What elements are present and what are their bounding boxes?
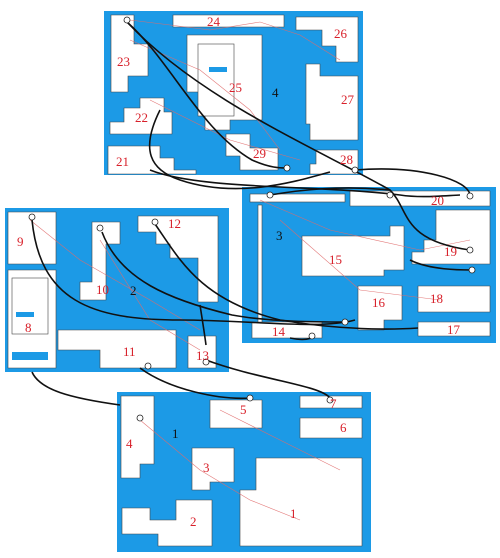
room-27[interactable] xyxy=(305,63,359,141)
room-label-3: 3 xyxy=(203,460,210,475)
building-1 xyxy=(117,392,371,552)
room-label-2: 2 xyxy=(190,514,197,529)
room-label-26: 26 xyxy=(334,26,348,41)
room-29[interactable] xyxy=(225,133,279,171)
room-label-20: 20 xyxy=(431,193,444,208)
room-2[interactable] xyxy=(121,499,213,547)
room-23[interactable] xyxy=(110,14,149,93)
wiring-lines xyxy=(29,19,471,521)
room-label-5: 5 xyxy=(240,402,247,417)
room-17[interactable] xyxy=(417,321,491,337)
room-11[interactable] xyxy=(57,329,177,369)
room-9[interactable] xyxy=(7,211,57,265)
room-label-21: 21 xyxy=(116,154,129,169)
room-8-inner xyxy=(11,277,49,335)
device-icon[interactable] xyxy=(136,414,144,422)
device-icon[interactable] xyxy=(386,191,394,199)
room-label-11: 11 xyxy=(123,344,136,359)
room-3-left-strip xyxy=(257,204,263,326)
room-label-12: 12 xyxy=(168,216,181,231)
room-18[interactable] xyxy=(417,285,491,313)
room-label-10: 10 xyxy=(96,282,109,297)
room-15[interactable] xyxy=(301,225,405,277)
room-label-15: 15 xyxy=(329,252,342,267)
room-25-inner xyxy=(197,43,235,117)
room-label-28: 28 xyxy=(340,152,353,167)
device-icon[interactable] xyxy=(283,164,291,172)
room-label-17: 17 xyxy=(447,322,461,337)
stair-icon-8 xyxy=(16,312,34,317)
room-labels: 24 26 23 25 27 22 21 29 28 20 15 19 16 1… xyxy=(17,14,461,529)
room-label-25: 25 xyxy=(229,80,242,95)
device-icon[interactable] xyxy=(468,266,476,274)
device-icon[interactable] xyxy=(466,246,474,254)
device-icon[interactable] xyxy=(144,362,152,370)
room-10[interactable] xyxy=(79,221,121,301)
building-label-1: 1 xyxy=(172,426,179,441)
building-label-4: 4 xyxy=(272,85,279,100)
room-4[interactable] xyxy=(120,395,155,479)
room-label-23: 23 xyxy=(117,54,130,69)
device-icon[interactable] xyxy=(266,191,274,199)
room-label-7: 7 xyxy=(330,396,337,411)
device-icon[interactable] xyxy=(123,16,131,24)
room-16[interactable] xyxy=(357,285,403,331)
device-icon[interactable] xyxy=(28,213,36,221)
room-label-9: 9 xyxy=(17,234,24,249)
room-label-19: 19 xyxy=(444,244,457,259)
connector-lines xyxy=(31,21,473,406)
room-label-18: 18 xyxy=(430,291,443,306)
room-26[interactable] xyxy=(295,16,359,63)
stair-icon-25 xyxy=(209,67,227,72)
room-label-22: 22 xyxy=(135,110,148,125)
room-3[interactable] xyxy=(191,447,235,491)
room-label-27: 27 xyxy=(341,92,355,107)
device-icon[interactable] xyxy=(326,396,334,404)
device-icons xyxy=(28,16,476,422)
room-label-14: 14 xyxy=(272,324,286,339)
device-icon[interactable] xyxy=(96,224,104,232)
room-label-16: 16 xyxy=(372,295,386,310)
room-label-6: 6 xyxy=(340,420,347,435)
room-1[interactable] xyxy=(239,457,363,547)
device-icon[interactable] xyxy=(246,394,254,402)
room-label-29: 29 xyxy=(253,146,266,161)
building-label-3: 3 xyxy=(276,228,283,243)
device-icon[interactable] xyxy=(202,358,210,366)
room-label-1: 1 xyxy=(290,506,297,521)
device-icon[interactable] xyxy=(341,318,349,326)
room-13[interactable] xyxy=(187,335,217,369)
room-5[interactable] xyxy=(209,399,263,429)
building-2 xyxy=(5,208,229,372)
device-icon[interactable] xyxy=(308,332,316,340)
device-icon[interactable] xyxy=(151,218,159,226)
room-label-8: 8 xyxy=(25,320,32,335)
room-label-13: 13 xyxy=(196,348,209,363)
room-12[interactable] xyxy=(137,215,219,303)
room-6[interactable] xyxy=(299,417,363,439)
device-icon[interactable] xyxy=(351,166,359,174)
building-3 xyxy=(242,187,496,343)
stair-icon-8b xyxy=(12,352,48,360)
room-24[interactable] xyxy=(172,14,285,28)
building-label-2: 2 xyxy=(130,283,137,298)
device-icon[interactable] xyxy=(466,192,474,200)
building-labels: 4 3 2 1 xyxy=(130,85,283,441)
room-3-top-strip xyxy=(249,193,346,203)
room-label-24: 24 xyxy=(207,14,221,29)
room-label-4: 4 xyxy=(126,436,133,451)
room-28[interactable] xyxy=(309,149,359,175)
